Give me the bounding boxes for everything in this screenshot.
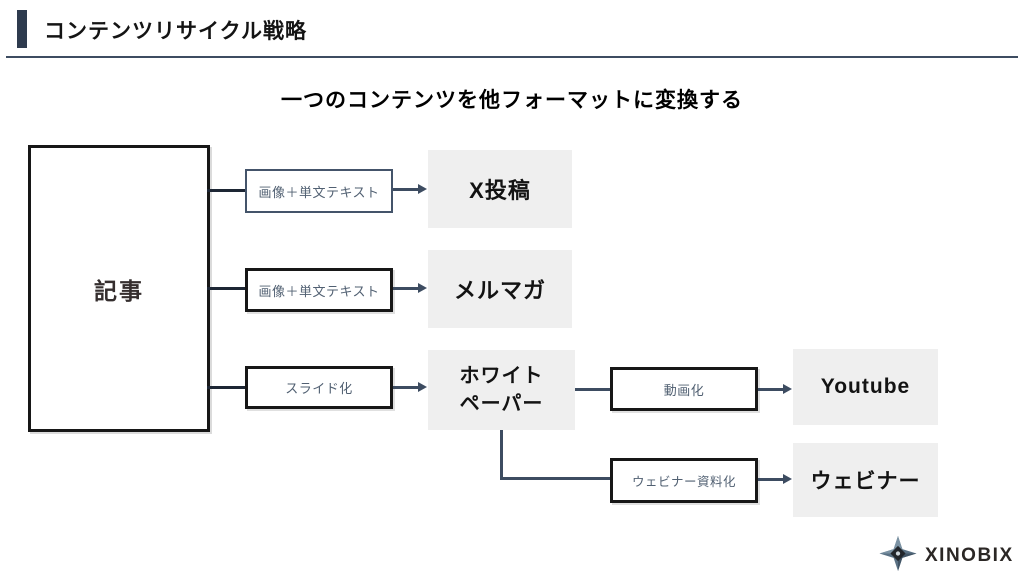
arrow-head-row2 <box>418 283 427 293</box>
node-article: 記事 <box>28 145 210 432</box>
arrow-head-youtube <box>783 384 792 394</box>
transform-slidify: スライド化 <box>245 366 393 409</box>
transform-image-text-1: 画像＋単文テキスト <box>245 169 393 213</box>
title-accent-bar <box>17 10 27 48</box>
arrow-line-webinar <box>758 478 784 481</box>
connector-article-row3 <box>207 386 245 389</box>
connector-article-row1 <box>207 189 245 192</box>
node-whitepaper-line1: ホワイト <box>459 365 544 387</box>
transform-image-text-2-label: 画像＋単文テキスト <box>258 283 380 299</box>
node-x-post-label: X投稿 <box>469 178 531 203</box>
node-whitepaper-line2: ペーパー <box>459 393 544 415</box>
node-youtube-label: Youtube <box>820 375 911 398</box>
node-newsletter: メルマガ <box>428 250 572 328</box>
transform-videoify: 動画化 <box>610 367 758 411</box>
page-title: コンテンツリサイクル戦略 <box>44 20 307 43</box>
node-x-post: X投稿 <box>428 150 572 228</box>
transform-webinar-material-label: ウェビナー資料化 <box>631 475 736 489</box>
four-point-star-icon <box>878 535 918 576</box>
node-youtube: Youtube <box>793 349 938 425</box>
connector-whitepaper-video <box>575 388 610 391</box>
node-newsletter-label: メルマガ <box>453 278 546 303</box>
arrow-head-row3 <box>418 382 427 392</box>
arrow-head-webinar <box>783 474 792 484</box>
arrow-line-youtube <box>758 388 784 391</box>
connector-article-row2 <box>207 287 245 290</box>
node-article-label: 記事 <box>94 277 144 304</box>
arrow-line-row2 <box>393 287 419 290</box>
transform-slidify-label: スライド化 <box>285 381 353 396</box>
brand-logo-text: XINOBIX <box>925 545 1014 566</box>
subtitle: 一つのコンテンツを他フォーマットに変換する <box>281 89 743 112</box>
node-whitepaper: ホワイト ペーパー <box>428 350 575 430</box>
arrow-line-row1 <box>393 188 419 191</box>
brand-logo: XINOBIX <box>878 535 1014 576</box>
node-webinar-label: ウェビナー <box>810 470 921 493</box>
transform-videoify-label: 動画化 <box>663 382 705 398</box>
arrow-line-row3 <box>393 386 419 389</box>
header-divider <box>6 56 1018 58</box>
transform-image-text-1-label: 画像＋単文テキスト <box>258 184 380 200</box>
node-webinar: ウェビナー <box>793 443 938 517</box>
connector-whitepaper-down <box>500 430 503 479</box>
connector-elbow-webinar <box>500 477 610 480</box>
transform-webinar-material: ウェビナー資料化 <box>610 458 758 503</box>
transform-image-text-2: 画像＋単文テキスト <box>245 268 393 312</box>
arrow-head-row1 <box>418 184 427 194</box>
